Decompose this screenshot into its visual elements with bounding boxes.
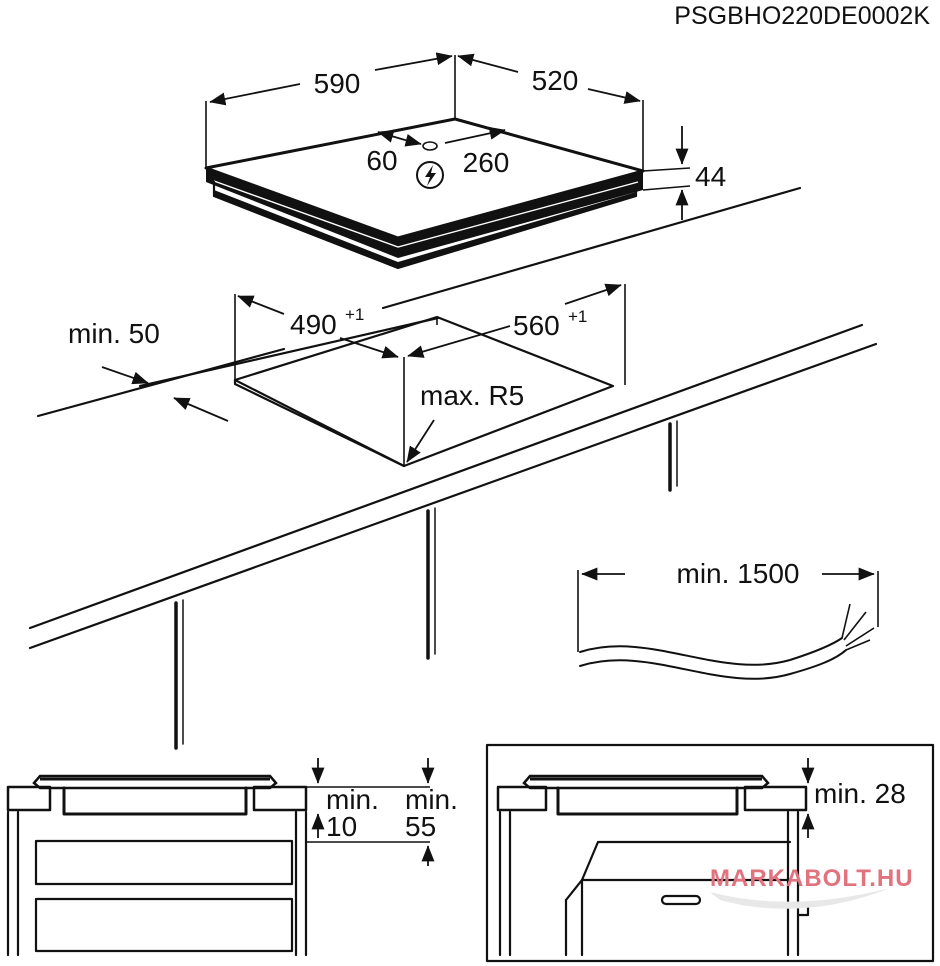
hob-depth-dimension: 520 <box>457 53 644 171</box>
cutout-depth-tolerance: +1 <box>345 305 364 324</box>
drawer-clearance-label-2: min. <box>405 784 458 815</box>
connection-dimension: 60 260 <box>366 126 510 189</box>
cutout-depth-dimension: 490 +1 <box>237 295 399 359</box>
hob-drawing <box>204 117 645 270</box>
drawer-clearance-label-1: min. <box>326 784 379 815</box>
cutout-width-dimension: 560 +1 <box>407 283 622 358</box>
cutout-depth-label: 490 <box>290 309 337 340</box>
corner-radius-dimension: max. R5 <box>406 380 524 463</box>
cutout <box>233 284 626 468</box>
hob-depth-label: 520 <box>532 65 579 96</box>
worktop <box>28 186 878 750</box>
drawer-clearance-value-2: 55 <box>405 811 436 842</box>
drawer-clearance-value-1: 10 <box>326 811 357 842</box>
oven-clearance-label: min. 28 <box>814 778 906 809</box>
edge-distance-dimension: min. 50 <box>68 318 229 422</box>
hob-width-dimension: 590 <box>205 52 456 168</box>
watermark-text: MARKABOLT.HU <box>710 865 914 892</box>
section-drawer: min. 10 min. 55 <box>6 758 458 957</box>
cable-length-label: min. 1500 <box>677 558 800 589</box>
hob-width-label: 590 <box>314 68 361 99</box>
cutout-width-label: 560 <box>513 310 560 341</box>
hob-thickness-label: 44 <box>695 161 726 192</box>
watermark-logo: MARKABOLT.HU <box>710 865 914 909</box>
diagram-code: PSGBHO220DE0002K <box>674 2 930 30</box>
edge-distance-label: min. 50 <box>68 318 160 349</box>
section-oven: min. 28 <box>485 743 935 963</box>
corner-radius-label: max. R5 <box>420 380 524 411</box>
electric-connection-icon <box>416 161 444 189</box>
connection-offset-y-label: 260 <box>463 147 510 178</box>
hob-thickness-dimension: 44 <box>642 126 726 220</box>
cutout-width-tolerance: +1 <box>568 307 587 326</box>
connection-offset-x-label: 60 <box>366 145 397 176</box>
power-cable: min. 1500 <box>577 558 879 680</box>
